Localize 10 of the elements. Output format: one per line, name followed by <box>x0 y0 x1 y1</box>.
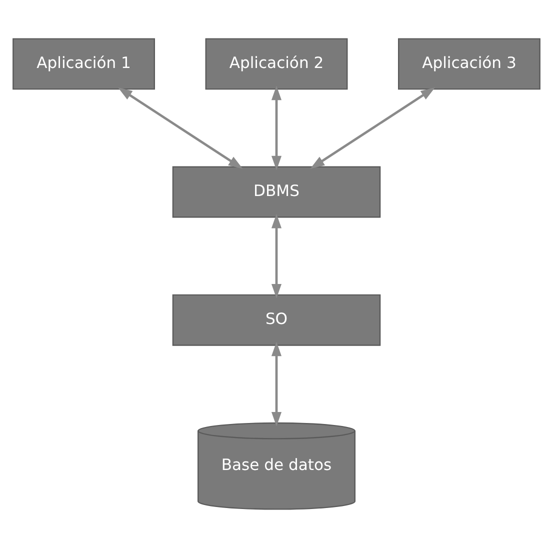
arrow <box>271 85 282 170</box>
node-box: DBMS <box>172 166 381 218</box>
node-box: Aplicación 2 <box>205 38 348 90</box>
node-box: Aplicación 1 <box>12 38 155 90</box>
arrow <box>118 86 243 168</box>
node-box: SO <box>172 294 381 346</box>
arrow <box>271 213 282 298</box>
arrow <box>310 86 436 168</box>
node-box: Aplicación 3 <box>398 38 540 90</box>
arrow <box>271 341 282 426</box>
